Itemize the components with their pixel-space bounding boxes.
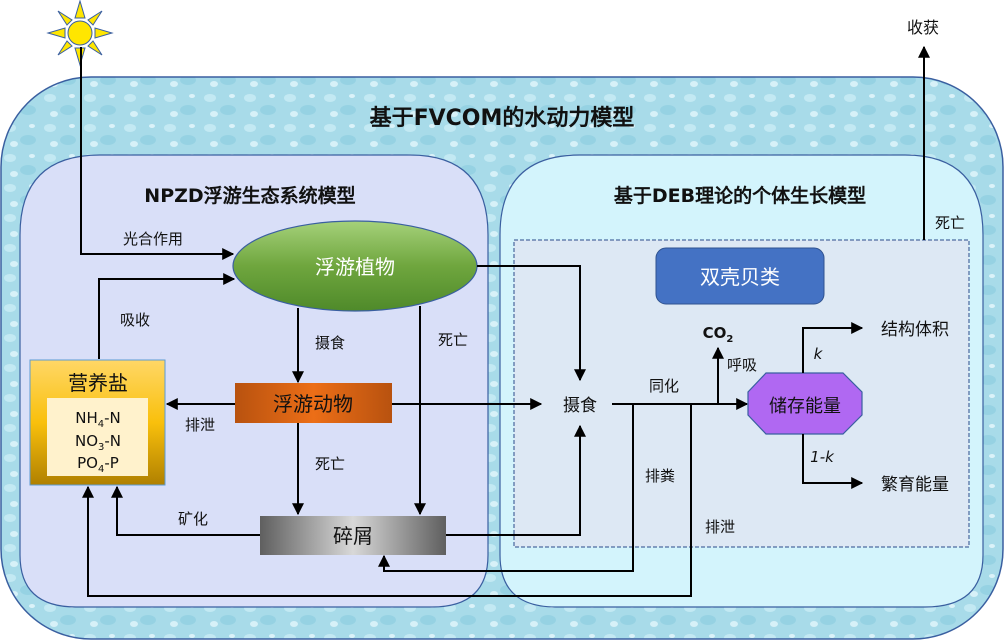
feeding-label[interactable]: 摄食 — [563, 396, 597, 416]
reserve-energy-node[interactable]: 储存能量 — [747, 372, 863, 435]
structure-arrow — [802, 322, 864, 373]
nutrient-list-box — [47, 398, 148, 476]
death-zoo-label: 死亡 — [315, 455, 345, 473]
detritus-to-feeding-arrow — [446, 424, 586, 536]
detritus-node[interactable]: 碎屑 — [260, 516, 446, 555]
deb-model-title: 基于DEB理论的个体生长模型 — [613, 184, 866, 207]
reserve-energy-label: 储存能量 — [769, 396, 841, 417]
bivalve-label: 双壳贝类 — [700, 265, 780, 289]
nutrient-nh4: NH4-N — [75, 409, 121, 430]
death-bivalve-label: 死亡 — [935, 214, 965, 232]
k-label: k — [814, 345, 824, 363]
structure-label: 结构体积 — [881, 320, 949, 340]
zooplankton-label: 浮游动物 — [273, 392, 353, 416]
excretion-bivalve-label: 排泄 — [705, 518, 735, 536]
reproduction-arrow — [802, 434, 864, 489]
sun-icon — [46, 0, 114, 67]
co2-label: CO2 — [703, 324, 734, 345]
nutrients-label: 营养盐 — [68, 371, 128, 395]
photosynthesis-label: 光合作用 — [123, 230, 183, 248]
harvest-label: 收获 — [907, 18, 939, 37]
bivalve-excretion-arrow — [82, 404, 692, 597]
excretion-zoo-label: 排泄 — [185, 416, 215, 434]
detritus-label: 碎屑 — [333, 524, 373, 548]
nutrient-po4: PO4-P — [77, 454, 119, 475]
mineralization-arrow — [111, 485, 260, 536]
phyto-to-feeding-arrow — [477, 265, 586, 382]
defecation-arrow — [378, 404, 634, 572]
npzd-model-title: NPZD浮游生态系统模型 — [144, 184, 355, 207]
mineralization-label: 矿化 — [178, 510, 208, 528]
bivalve-node[interactable]: 双壳贝类 — [655, 247, 825, 305]
reproduction-label: 繁育能量 — [881, 475, 949, 495]
assimilation-label: 同化 — [649, 377, 679, 395]
hydro-model-title: 基于FVCOM的水动力模型 — [370, 105, 635, 131]
death-phyto-label: 死亡 — [438, 331, 468, 349]
photosynthesis-arrow — [80, 47, 235, 260]
grazing-label: 摄食 — [315, 334, 345, 352]
respiration-label: 呼吸 — [727, 356, 757, 374]
absorption-label: 吸收 — [120, 311, 150, 329]
defecation-label: 排粪 — [645, 467, 675, 485]
zooplankton-node[interactable]: 浮游动物 — [235, 383, 392, 423]
absorption-arrow — [98, 273, 236, 359]
nutrient-no3: NO3-N — [75, 432, 121, 453]
phytoplankton-node[interactable]: 浮游植物 — [232, 220, 478, 312]
one-minus-k-label: 1-k — [810, 448, 835, 466]
phytoplankton-label: 浮游植物 — [315, 255, 395, 279]
nutrients-node[interactable]: 营养盐 NH4-N NO3-N PO4-P — [29, 359, 166, 486]
